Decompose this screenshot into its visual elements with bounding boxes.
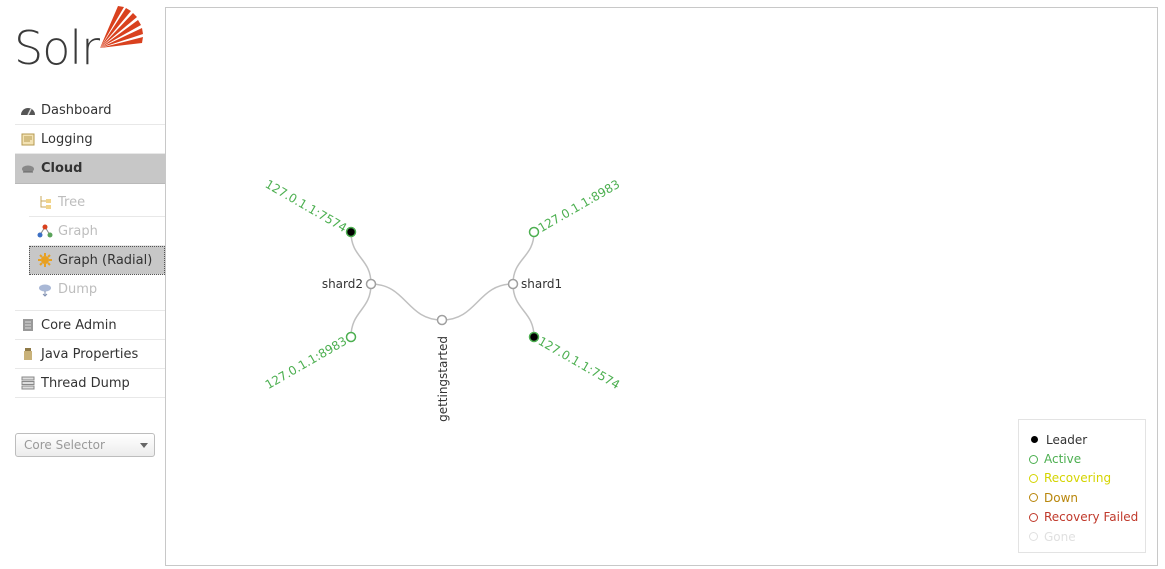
link-collection-shard bbox=[370, 283, 443, 321]
graph-radial-icon bbox=[37, 252, 53, 268]
link-shard-replica bbox=[512, 283, 535, 338]
nav-java-properties-label: Java Properties bbox=[41, 346, 139, 362]
radial-graph: gettingstarted shard2 127.0.1.1:7574 127.0.… bbox=[263, 177, 622, 422]
legend-item: Down bbox=[1019, 488, 1145, 507]
cloud-icon bbox=[20, 161, 36, 177]
nav-dump[interactable]: Dump bbox=[29, 275, 165, 304]
core-selector-dropdown[interactable]: Core Selector bbox=[15, 433, 155, 457]
nav-java-properties[interactable]: Java Properties bbox=[15, 340, 165, 369]
filled-circle-icon bbox=[1031, 436, 1038, 444]
shard-node[interactable] bbox=[507, 278, 519, 290]
nav-dump-label: Dump bbox=[58, 282, 98, 297]
nav-logging-label: Logging bbox=[41, 131, 93, 147]
nav-dashboard[interactable]: Dashboard bbox=[15, 96, 165, 125]
logging-icon bbox=[20, 131, 36, 147]
nav-graph[interactable]: Graph bbox=[29, 217, 165, 246]
replica-leader-node[interactable] bbox=[345, 226, 357, 238]
graph-panel: gettingstarted shard2 127.0.1.1:7574 127.0.… bbox=[165, 7, 1158, 566]
logo-text: Solr bbox=[14, 21, 100, 75]
link-shard-replica bbox=[512, 231, 535, 285]
nav-tree-label: Tree bbox=[58, 194, 86, 210]
legend-item: Leader bbox=[1019, 430, 1145, 449]
dump-icon bbox=[37, 282, 53, 298]
legend-label: Leader bbox=[1046, 432, 1088, 447]
nav-cloud[interactable]: Cloud bbox=[15, 154, 165, 184]
legend-item: Active bbox=[1019, 449, 1145, 468]
nav-core-admin-label: Core Admin bbox=[41, 317, 117, 333]
main-menu: Dashboard Logging Cloud Tree Graph bbox=[15, 96, 165, 398]
open-circle-icon bbox=[1029, 512, 1038, 522]
link-collection-shard bbox=[441, 283, 514, 321]
menu-divider bbox=[15, 310, 165, 311]
shard-label: shard2 bbox=[322, 277, 363, 291]
graph-nodes: gettingstarted shard2 127.0.1.1:7574 127.0.… bbox=[263, 177, 622, 422]
legend-label: Active bbox=[1044, 452, 1082, 467]
nav-dashboard-label: Dashboard bbox=[41, 102, 112, 118]
link-shard-replica bbox=[350, 283, 372, 338]
legend-label: Recovery Failed bbox=[1044, 510, 1139, 525]
legend-item: Gone bbox=[1019, 527, 1145, 546]
core-admin-icon bbox=[20, 317, 36, 333]
nav-thread-dump[interactable]: Thread Dump bbox=[15, 369, 165, 398]
link-shard-replica bbox=[350, 231, 372, 285]
java-properties-icon bbox=[20, 346, 36, 362]
tree-icon bbox=[37, 194, 53, 210]
nav-thread-dump-label: Thread Dump bbox=[41, 375, 130, 391]
solr-sun-icon bbox=[100, 6, 143, 48]
replica-active-node[interactable] bbox=[528, 226, 540, 238]
shard-node[interactable] bbox=[365, 278, 377, 290]
nav-graph-radial-label: Graph (Radial) bbox=[58, 252, 153, 268]
collection-node[interactable] bbox=[436, 314, 448, 326]
legend-label: Down bbox=[1044, 490, 1079, 505]
thread-dump-icon bbox=[20, 375, 36, 391]
legend-label: Recovering bbox=[1044, 471, 1112, 486]
replica-leader-node[interactable] bbox=[528, 331, 540, 343]
replica-label: 127.0.1.1:8983 bbox=[536, 177, 623, 235]
collection-label: gettingstarted bbox=[436, 336, 450, 422]
nav-graph-radial[interactable]: Graph (Radial) bbox=[29, 246, 165, 275]
nav-core-admin[interactable]: Core Admin bbox=[15, 311, 165, 340]
open-circle-icon bbox=[1029, 493, 1038, 503]
graph-icon bbox=[37, 223, 53, 239]
replica-label: 127.0.1.1:7574 bbox=[263, 177, 350, 235]
graph-links bbox=[350, 231, 535, 338]
dashboard-icon bbox=[20, 102, 36, 118]
replica-active-node[interactable] bbox=[345, 331, 357, 343]
open-circle-icon bbox=[1029, 532, 1038, 542]
chevron-down-icon bbox=[140, 443, 148, 448]
solr-logo[interactable]: Solr bbox=[12, 4, 152, 76]
core-selector-label: Core Selector bbox=[24, 438, 105, 452]
open-circle-icon bbox=[1029, 454, 1038, 464]
nav-graph-label: Graph bbox=[58, 223, 98, 239]
shard-label: shard1 bbox=[521, 277, 562, 291]
open-circle-icon bbox=[1029, 473, 1038, 483]
replica-label: 127.0.1.1:8983 bbox=[263, 334, 350, 392]
nav-cloud-label: Cloud bbox=[41, 161, 83, 176]
legend-item: Recovering bbox=[1019, 469, 1145, 488]
nav-tree[interactable]: Tree bbox=[29, 188, 165, 217]
legend-item: Recovery Failed bbox=[1019, 508, 1145, 527]
legend-label: Gone bbox=[1044, 529, 1076, 544]
replica-label: 127.0.1.1:7574 bbox=[536, 334, 623, 392]
cloud-submenu: Tree Graph Graph (Radial) Dump bbox=[15, 188, 165, 304]
nav-logging[interactable]: Logging bbox=[15, 125, 165, 154]
